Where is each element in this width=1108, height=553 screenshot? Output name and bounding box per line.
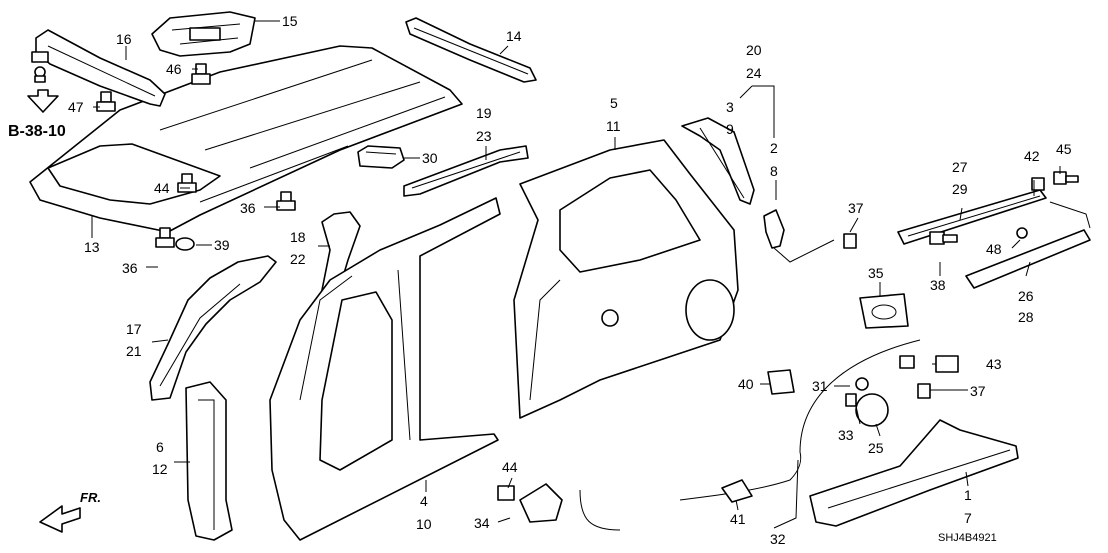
drawing-code: SHJ4B4921 — [938, 532, 997, 544]
bolt-37a — [843, 233, 857, 249]
callout-6: 6 — [156, 439, 164, 455]
bracket-34 — [497, 483, 563, 523]
callout-26: 26 — [1018, 288, 1034, 304]
callout-8: 8 — [770, 163, 778, 179]
reference-label: B-38-10 — [8, 123, 66, 140]
reference-arrow — [27, 89, 59, 113]
callout-17: 17 — [126, 321, 142, 337]
leader-lines — [91, 20, 1091, 529]
callout-30: 30 — [422, 150, 438, 166]
callout-18: 18 — [290, 229, 306, 245]
callout-24: 24 — [746, 65, 762, 81]
bolt-37b — [917, 383, 931, 399]
rear-bracket-2 — [763, 209, 835, 263]
bracket-41 — [721, 479, 753, 503]
bolt-46 — [191, 63, 211, 85]
callout-11: 11 — [606, 118, 621, 134]
front-label: FR. — [80, 490, 101, 505]
callout-23: 23 — [476, 128, 492, 144]
side-sill — [809, 419, 1019, 527]
garnish-27 — [897, 189, 1047, 245]
callout-45: 45 — [1056, 141, 1072, 157]
bolt-36a — [276, 191, 296, 211]
callout-37-lower: 37 — [970, 383, 986, 399]
fuel-lid-25 — [855, 393, 889, 427]
callout-28: 28 — [1018, 309, 1034, 325]
callout-35: 35 — [868, 265, 884, 281]
bolt-38 — [929, 231, 958, 245]
callout-32: 32 — [770, 531, 786, 547]
callout-15: 15 — [282, 13, 298, 29]
callout-2: 2 — [770, 140, 778, 156]
callout-39: 39 — [214, 237, 230, 253]
grommet-39 — [175, 237, 195, 251]
roof-panel — [29, 45, 463, 233]
callout-34: 34 — [474, 515, 490, 531]
callout-37: 37 — [848, 200, 864, 216]
callout-42: 42 — [1024, 148, 1040, 164]
callout-38: 38 — [930, 277, 946, 293]
bracket-40 — [767, 369, 795, 395]
roof-reinforcement — [151, 11, 256, 57]
rear-pillar-3 — [681, 117, 755, 205]
callout-43: 43 — [986, 356, 1002, 372]
callout-44-lower: 44 — [502, 459, 518, 475]
bolt-36b — [155, 227, 175, 248]
callout-44: 44 — [154, 180, 170, 196]
callout-27: 27 — [952, 159, 968, 175]
callout-4: 4 — [420, 493, 428, 509]
clip-33 — [845, 393, 857, 407]
garnish-26 — [965, 229, 1091, 289]
front-pillar-lower — [185, 381, 233, 541]
side-panel-outer — [513, 139, 739, 419]
callout-12: 12 — [152, 461, 168, 477]
bracket-30 — [357, 145, 405, 169]
callout-48: 48 — [986, 241, 1002, 257]
callout-labels: 16 15 14 46 47 13 36 36 39 44 30 19 23 5… — [68, 13, 1072, 547]
callout-40: 40 — [738, 376, 754, 392]
clip-42 — [1031, 177, 1045, 191]
callout-47: 47 — [68, 99, 84, 115]
callout-20: 20 — [746, 42, 762, 58]
roof-rear-rail — [405, 17, 537, 83]
fuel-housing-35 — [859, 293, 909, 329]
side-rail-19 — [403, 145, 529, 197]
side-panel-inner — [269, 197, 501, 541]
callout-19: 19 — [476, 105, 492, 121]
callout-36: 36 — [240, 200, 256, 216]
callout-21: 21 — [126, 343, 142, 359]
callout-7: 7 — [964, 510, 972, 526]
callout-3: 3 — [726, 99, 734, 115]
roof-front-rail — [31, 29, 166, 107]
front-pillar-upper — [321, 211, 361, 301]
callout-22: 22 — [290, 251, 306, 267]
callout-16: 16 — [116, 31, 132, 47]
bolt-45 — [1053, 171, 1079, 185]
callout-25: 25 — [868, 440, 884, 456]
callout-46: 46 — [166, 61, 182, 77]
bolt-47 — [96, 91, 116, 112]
front-arrow — [39, 505, 81, 533]
callout-29: 29 — [952, 181, 968, 197]
callout-14: 14 — [506, 28, 522, 44]
callout-5: 5 — [610, 95, 618, 111]
callout-41: 41 — [730, 511, 746, 527]
clip-31 — [855, 377, 869, 391]
fuel-lid-cable — [579, 339, 959, 531]
callout-9: 9 — [726, 121, 734, 137]
callout-31: 31 — [812, 378, 828, 394]
callout-33: 33 — [838, 427, 854, 443]
callout-36-lower: 36 — [122, 260, 138, 276]
clip-48 — [1016, 227, 1028, 239]
callout-13: 13 — [84, 239, 100, 255]
a-pillar-inner — [149, 255, 277, 401]
callout-10: 10 — [416, 516, 432, 532]
callout-1: 1 — [964, 487, 972, 503]
